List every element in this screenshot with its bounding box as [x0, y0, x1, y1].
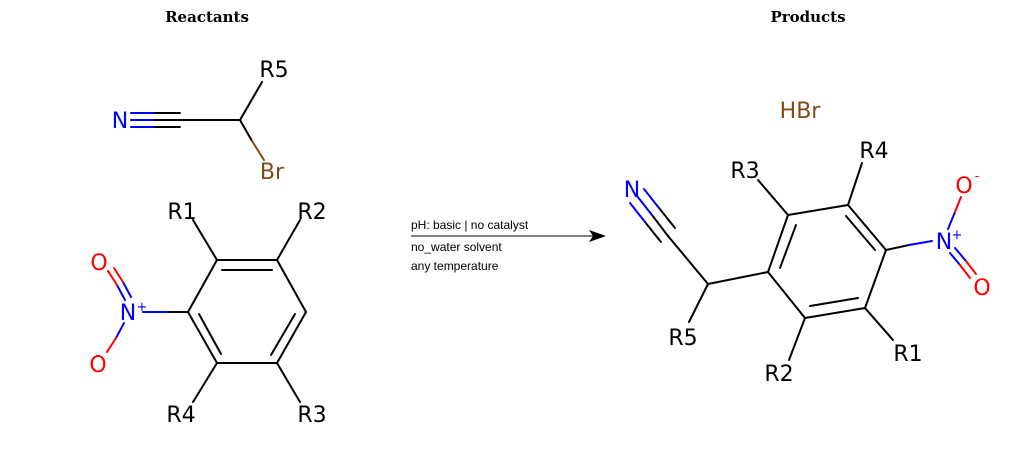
ring-bond: [276, 259, 307, 313]
n-o-double-bond-b: [122, 281, 132, 298]
nitro-o-bottom-label: O: [89, 353, 106, 378]
nitrile-n-label: N: [624, 178, 640, 203]
n-o-single-bond-o: [954, 196, 962, 213]
reaction-arrow-head: [589, 230, 606, 242]
products-header: Products: [770, 8, 845, 26]
bond-to-r1: [864, 307, 894, 341]
r2-label: R2: [764, 362, 793, 387]
n-o-double-bond-a: [949, 252, 961, 266]
ring-bond: [864, 249, 887, 309]
n-o-double-bond-b-o: [965, 260, 977, 275]
ring-inner-bond: [845, 215, 876, 251]
bond-to-r4: [192, 362, 218, 403]
nitro-n-charge: +: [137, 300, 148, 315]
bond-to-r3: [757, 179, 789, 216]
nitro-n-label: N: [120, 301, 136, 326]
triple-bond-n-part: [636, 195, 653, 216]
n-o-single-bond-o: [106, 337, 117, 353]
triple-bond-c-part: [644, 221, 662, 243]
ring-bond: [187, 311, 218, 364]
r4-label: R4: [166, 403, 195, 428]
hbr-label: HBr: [780, 99, 822, 124]
ring-bond: [767, 271, 806, 319]
r5-label: R5: [668, 326, 697, 351]
r3-label: R3: [730, 159, 759, 184]
ring-bond: [767, 214, 789, 273]
r5-label: R5: [259, 58, 288, 83]
reactant-nitroarene: R1 R2 R3 R4 N + O O -: [89, 200, 326, 428]
bond-to-r4: [847, 162, 863, 206]
reactant-bromoacetonitrile: N R5 Br: [112, 58, 289, 185]
ring-bond: [187, 259, 218, 313]
ring-bond: [787, 204, 849, 216]
n-o-single-bond: [115, 322, 125, 339]
bond-to-r1: [192, 219, 218, 261]
ring-bond: [276, 311, 307, 364]
nitro-o-charge: -: [975, 169, 980, 184]
bond-to-r5: [239, 81, 263, 121]
reactants-header: Reactants: [165, 8, 249, 26]
n-o-single-bond: [947, 211, 956, 230]
r3-label: R3: [297, 403, 326, 428]
r1-label: R1: [167, 200, 196, 225]
r1-label: R1: [893, 342, 922, 367]
bond-ch-to-cn: [667, 235, 709, 285]
bond-to-r2: [276, 219, 301, 261]
nitro-n-charge: +: [952, 228, 963, 243]
r4-label: R4: [859, 139, 888, 164]
bond-ring-to-n-part-a: [885, 244, 910, 251]
bond-to-r2: [788, 317, 806, 361]
condition-solvent: no_water solvent: [411, 240, 502, 254]
n-o-double-bond-a-o: [959, 264, 971, 279]
product-arylacetonitrile: N R5 R3 R4 R1 R2 N + O - O: [624, 139, 991, 387]
triple-bond-n-part: [643, 188, 660, 209]
n-o-double-bond-b-o: [113, 267, 124, 283]
ring-inner-bond: [809, 297, 859, 307]
reaction-conditions: pH: basic | no catalyst no_water solvent…: [411, 218, 606, 273]
triple-bond-c-part: [651, 214, 669, 237]
bond-ring-to-n-part-b: [908, 240, 933, 246]
bond-to-r5: [688, 283, 709, 323]
n-o-double-bond-b: [954, 247, 967, 262]
nitrile-n-label: N: [112, 109, 128, 134]
ring-inner-bond: [779, 224, 797, 269]
triple-bond-c-part: [658, 207, 676, 229]
r2-label: R2: [297, 200, 326, 225]
nitro-o-top-label: O: [90, 251, 107, 276]
nitro-n-label: N: [936, 230, 952, 255]
bond-to-br-part-a: [239, 119, 253, 142]
ring-bond: [847, 204, 887, 251]
n-o-double-bond-a: [116, 284, 126, 301]
br-label: Br: [260, 160, 285, 185]
condition-ph-catalyst: pH: basic | no catalyst: [411, 218, 529, 232]
n-o-double-bond-a-o: [107, 270, 118, 286]
nitro-o-charge: -: [96, 348, 101, 363]
nitro-o-top-label: O: [955, 174, 972, 199]
bond-to-br-part-b: [251, 140, 265, 161]
ring-inner-bond: [270, 313, 296, 356]
condition-temperature: any temperature: [411, 259, 499, 273]
ring-inner-bond: [198, 313, 222, 355]
bond-to-r3: [276, 362, 301, 403]
ring-bond: [804, 307, 866, 319]
nitro-o-bottom-label: O: [973, 276, 990, 301]
bond-ch-to-ring: [707, 271, 769, 285]
triple-bond-n-part: [629, 202, 646, 223]
